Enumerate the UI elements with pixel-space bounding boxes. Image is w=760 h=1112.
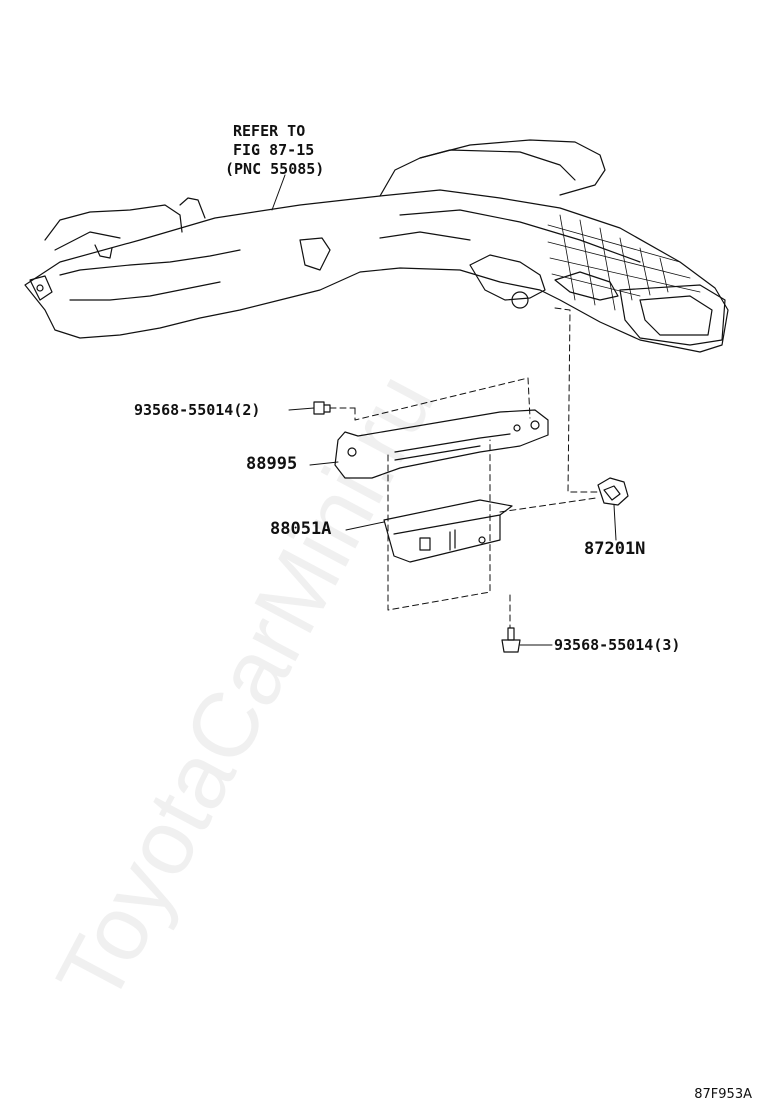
module-drawing (383, 499, 513, 563)
part-label-bolt-bottom[interactable]: 93568-55014(3) (554, 636, 681, 654)
bolt-top-drawing (313, 401, 331, 415)
clip-drawing (597, 477, 629, 506)
figure-code: 87F953A (694, 1087, 752, 1102)
refer-note-line2: FIG 87-15 (233, 141, 315, 159)
part-label-clip[interactable]: 87201N (584, 539, 646, 559)
bracket-drawing (334, 409, 549, 479)
air-duct-drawing (24, 139, 729, 353)
refer-note-line1: REFER TO (233, 122, 306, 140)
part-label-module[interactable]: 88051A (270, 519, 332, 539)
part-label-bracket[interactable]: 88995 (246, 454, 298, 474)
refer-note-line3: (PNC 55085) (225, 160, 325, 178)
bolt-bottom-drawing (501, 627, 521, 653)
part-label-bolt-top[interactable]: 93568-55014(2) (134, 401, 261, 419)
